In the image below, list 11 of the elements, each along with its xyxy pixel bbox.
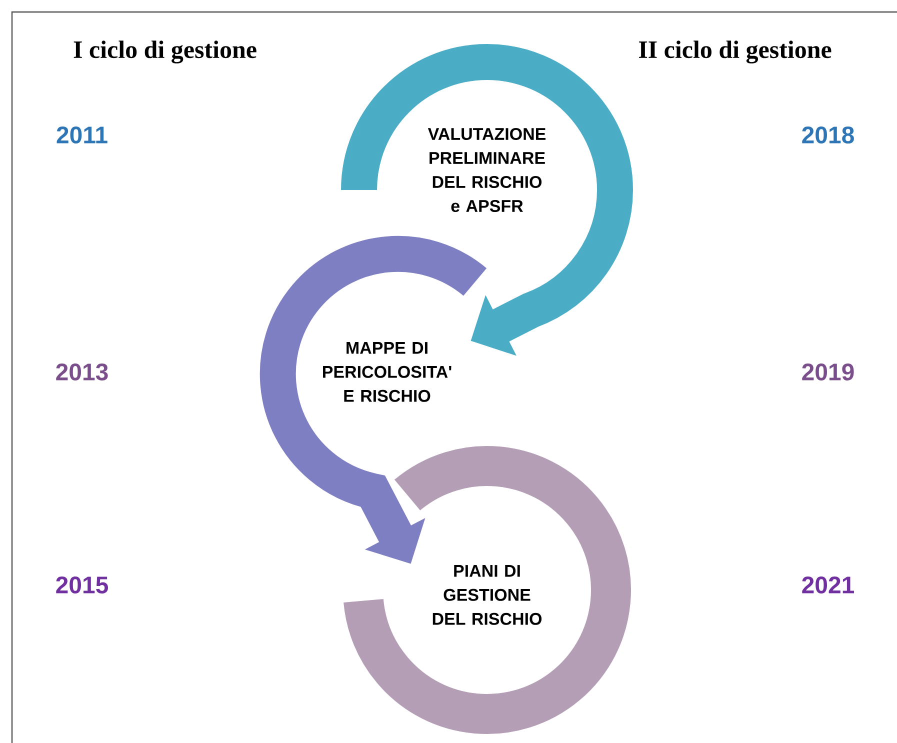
column-heading: II ciclo di gestione <box>638 40 832 64</box>
step-text: MAPPE DI PERICOLOSITA' E RISCHIO <box>323 342 452 402</box>
column-heading: I ciclo di gestione <box>74 40 256 64</box>
step-text: PIANI DI GESTIONE DEL RISCHIO <box>432 565 542 625</box>
year-label: 2021 <box>802 576 854 594</box>
year-label: 2013 <box>56 364 108 380</box>
year-label: 2011 <box>56 126 108 144</box>
year-label: 2018 <box>802 126 854 144</box>
year-label: 2015 <box>56 576 108 594</box>
step-text: VALUTAZIONE PRELIMINARE DEL RISCHIO e APSFR <box>428 128 546 212</box>
year-label: 2019 <box>802 364 854 380</box>
